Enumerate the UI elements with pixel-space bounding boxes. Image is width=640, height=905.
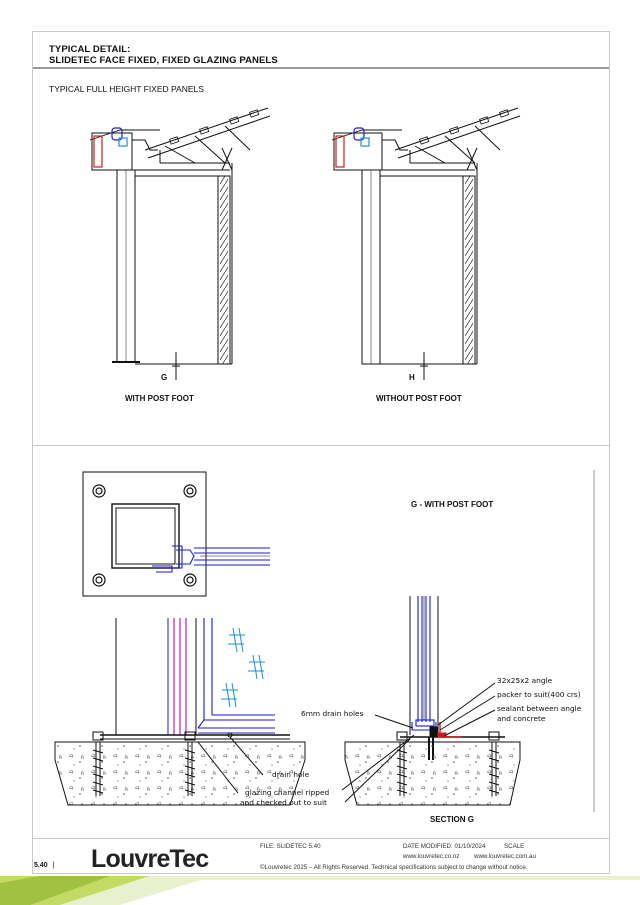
header-rule: [33, 67, 609, 69]
section-caption: SECTION G: [430, 815, 475, 824]
section-divider: [33, 445, 609, 446]
post-foot-elevation: [54, 618, 306, 806]
elevation-with-post-foot: [89, 107, 271, 380]
note-sealant-line-1: sealant between angle: [497, 704, 582, 713]
subheading: TYPICAL FULL HEIGHT FIXED PANELS: [49, 84, 204, 94]
note-sealant-line-2: and concrete: [497, 714, 546, 723]
caption-without-post-foot: WITHOUT POST FOOT: [376, 394, 462, 403]
note-packer: packer to suit(400 crs): [497, 690, 581, 699]
detail-heading: G - WITH POST FOOT: [411, 500, 494, 509]
footer-swoosh: [0, 876, 640, 905]
page-number: 5.40 |: [34, 862, 55, 869]
date-modified: DATE MODIFIED: 01/10/2024: [403, 843, 486, 850]
file-name: FILE: SLIDETEC 5.40: [260, 843, 321, 850]
note-channel-line-2: and checked out to suit: [240, 798, 327, 807]
sheet-title: TYPICAL DETAIL: SLIDETEC FACE FIXED, FIX…: [49, 44, 278, 66]
section-marker-g: G: [161, 373, 168, 382]
brand-logo: LouvreTec: [91, 845, 209, 873]
note-drain-holes: 6mm drain holes: [301, 709, 364, 718]
scale-label: SCALE: [504, 843, 525, 850]
footer-rule: [33, 838, 609, 839]
section-g: [341, 470, 595, 812]
website-au: www.louvretec.com.au: [474, 853, 536, 860]
note-channel-line-1: glazing channel ripped: [245, 788, 330, 797]
website-nz: www.louvretec.co.nz: [403, 853, 460, 860]
sheet-title-line-1: TYPICAL DETAIL:: [49, 44, 131, 55]
caption-with-post-foot: WITH POST FOOT: [125, 394, 194, 403]
post-foot-plan: [82, 471, 270, 597]
note-angle: 32x25x2 angle: [497, 676, 553, 685]
sheet-title-line-2: SLIDETEC FACE FIXED, FIXED GLAZING PANEL…: [49, 55, 278, 66]
page-frame: [32, 31, 610, 874]
note-drain-hole: drain hole: [272, 770, 310, 779]
elevation-without-post-foot: [331, 107, 521, 380]
section-marker-h: H: [409, 373, 415, 382]
copyright-notice: ©Louvretec 2025 – All Rights Reserved. T…: [260, 864, 528, 871]
